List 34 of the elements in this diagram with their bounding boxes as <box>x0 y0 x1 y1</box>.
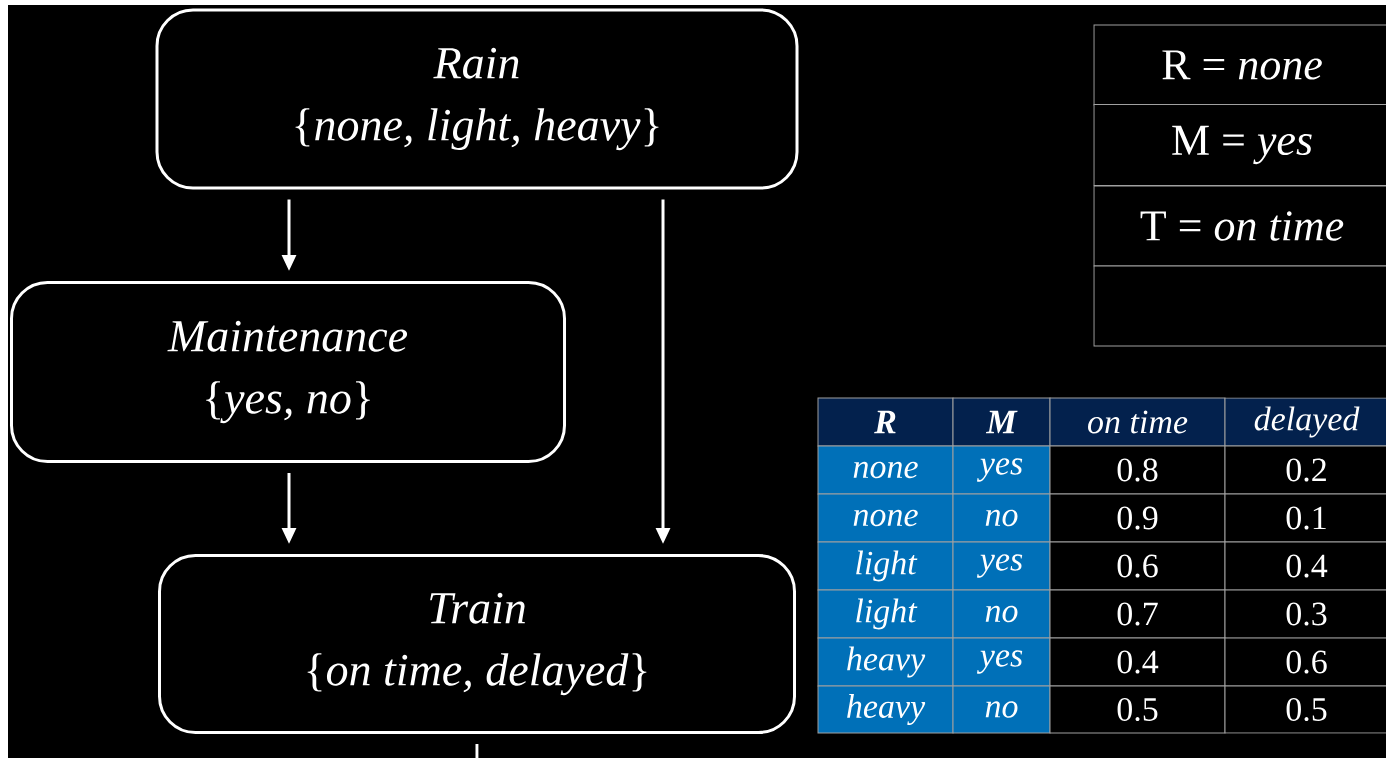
table-cell: 0.1 <box>1224 493 1386 543</box>
table-cell: delayed <box>1224 397 1386 447</box>
table-cell: 0.5 <box>1049 685 1226 734</box>
table-cell: light <box>817 541 954 591</box>
table-cell: 0.6 <box>1049 541 1226 591</box>
table-cell: T = on time <box>1093 185 1386 267</box>
table-cell: R = none <box>1093 24 1386 106</box>
table-cell: M = yes <box>1093 104 1386 186</box>
table-cell: light <box>817 589 954 639</box>
table-cell: heavy <box>817 637 954 687</box>
node-box: Maintenance {yes, no} <box>10 281 566 463</box>
table-cell: 0.3 <box>1224 589 1386 639</box>
table-cell: 0.5 <box>1224 685 1386 734</box>
table-cell: 0.9 <box>1049 493 1226 543</box>
table-cell: M <box>952 397 1051 447</box>
table-cell: yes <box>952 445 1051 495</box>
node-box: Rain {none, light, heavy} <box>155 8 799 190</box>
table-cell: none <box>817 493 954 543</box>
table-cell: 0.8 <box>1049 445 1226 495</box>
table-cell: no <box>952 589 1051 639</box>
table-cell: no <box>952 493 1051 543</box>
table-cell: none <box>817 445 954 495</box>
table-cell: 0.2 <box>1224 445 1386 495</box>
table-cell: no <box>952 685 1051 734</box>
table-cell: yes <box>952 541 1051 591</box>
table-cell: 0.7 <box>1049 589 1226 639</box>
table-cell: 0.4 <box>1224 541 1386 591</box>
table-cell: yes <box>952 637 1051 687</box>
table-cell: 0.6 <box>1224 637 1386 687</box>
table-cell: heavy <box>817 685 954 734</box>
table-cell: 0.4 <box>1049 637 1226 687</box>
table-cell: R <box>817 397 954 447</box>
table-cell: on time <box>1049 397 1226 447</box>
node-box: Train {on time, delayed} <box>158 554 796 734</box>
